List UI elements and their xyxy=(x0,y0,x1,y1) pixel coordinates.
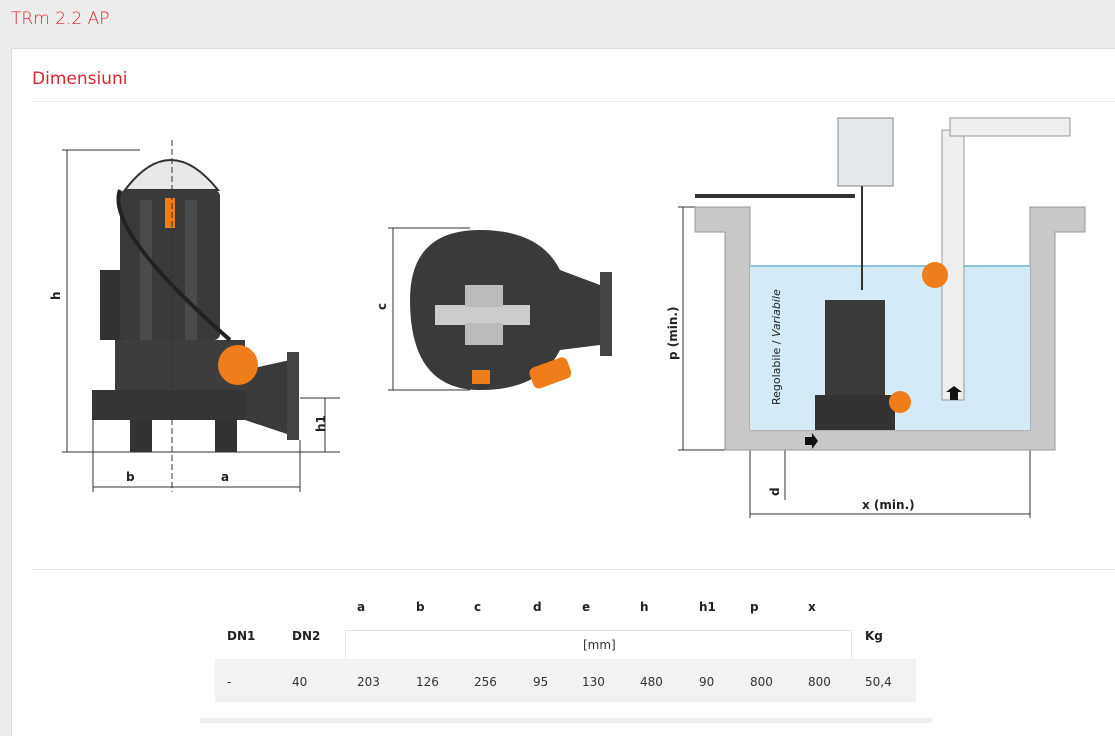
cell-dn2: 40 xyxy=(292,675,308,689)
dim-label-x: x (min.) xyxy=(862,498,915,512)
cell-x: 800 xyxy=(808,675,831,689)
cell-h: 480 xyxy=(640,675,663,689)
divider xyxy=(32,569,1115,570)
header-unit: [mm] xyxy=(583,638,616,652)
cell-dn1: - xyxy=(227,675,232,689)
dim-label-adjustable: Regolabile / Variabile xyxy=(770,289,783,405)
cell-a: 203 xyxy=(357,675,380,689)
cell-d: 95 xyxy=(533,675,549,689)
header-kg: Kg xyxy=(865,629,883,643)
header-b: b xyxy=(416,600,425,614)
header-x: x xyxy=(808,600,816,614)
pump-side-view xyxy=(92,159,299,452)
header-p: p xyxy=(750,600,759,614)
header-dn2: DN2 xyxy=(292,629,321,643)
cell-kg: 50,4 xyxy=(865,675,892,689)
dim-label-h1: h1 xyxy=(314,415,328,432)
installation-view xyxy=(694,117,1086,451)
section-title: Dimensiuni xyxy=(32,69,128,89)
dim-label-b: b xyxy=(126,470,135,484)
cell-p: 800 xyxy=(750,675,773,689)
header-e: e xyxy=(582,600,591,614)
header-a: a xyxy=(357,600,366,614)
page-title: TRm 2.2 AP xyxy=(11,9,110,29)
dim-label-p: p (min.) xyxy=(666,307,680,360)
dim-label-c: c xyxy=(375,303,389,310)
cell-h1: 90 xyxy=(699,675,715,689)
header-c: c xyxy=(474,600,482,614)
cell-b: 126 xyxy=(416,675,439,689)
header-dn1: DN1 xyxy=(227,629,256,643)
dim-label-a: a xyxy=(221,470,229,484)
divider xyxy=(32,101,1115,102)
dim-label-h: h xyxy=(49,291,63,300)
table-row xyxy=(215,659,916,702)
cell-c: 256 xyxy=(474,675,497,689)
header-h: h xyxy=(640,600,649,614)
pump-top-view xyxy=(410,230,612,390)
header-d: d xyxy=(533,600,542,614)
header-h1: h1 xyxy=(699,600,716,614)
cell-e: 130 xyxy=(582,675,605,689)
dim-label-d: d xyxy=(768,487,782,496)
